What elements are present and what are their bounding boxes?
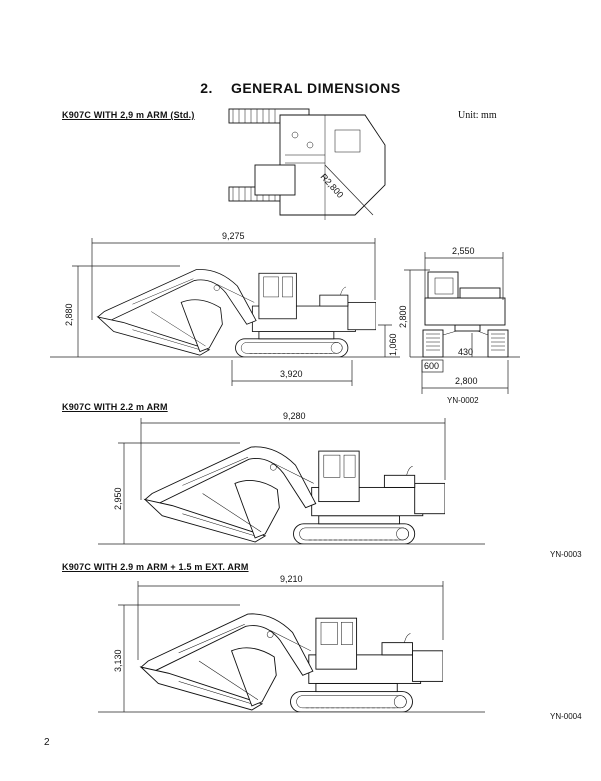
height-2: 2,950 xyxy=(113,487,123,510)
front-width: 2,550 xyxy=(452,246,475,256)
section-number: 2. xyxy=(200,80,213,96)
top-view-drawing: R2,800 xyxy=(228,108,386,220)
track-length-1: 3,920 xyxy=(280,369,303,379)
overall-length-3: 9,210 xyxy=(280,574,303,584)
overall-length-2: 9,280 xyxy=(283,411,306,421)
excavator-side-view-3 xyxy=(140,613,443,712)
height-1: 2,880 xyxy=(64,303,74,326)
section-title-text: GENERAL DIMENSIONS xyxy=(230,80,401,96)
figure-caption-3: K907C WITH 2.9 m ARM + 1.5 m EXT. ARM xyxy=(62,562,249,572)
figure-ref-1: YN-0002 xyxy=(447,396,479,405)
height-3: 3,130 xyxy=(113,649,123,672)
unit-label: Unit: mm xyxy=(458,110,497,121)
figure-caption-2: K907C WITH 2.2 m ARM xyxy=(62,402,168,412)
page-number: 2 xyxy=(44,737,50,748)
front-view-drawing xyxy=(422,271,509,358)
figure-ref-3: YN-0004 xyxy=(550,712,582,721)
overall-track-width: 2,800 xyxy=(455,376,478,386)
clearance-1: 1,060 xyxy=(388,333,398,356)
section-title: 2. GENERAL DIMENSIONS xyxy=(0,80,601,96)
shoe-width: 600 xyxy=(424,361,439,371)
figure-ref-2: YN-0003 xyxy=(550,550,582,559)
front-height: 2,800 xyxy=(398,305,408,328)
ground-clearance: 430 xyxy=(458,347,473,357)
figure-caption-1: K907C WITH 2,9 m ARM (Std.) xyxy=(62,110,195,120)
overall-length-1: 9,275 xyxy=(222,231,245,241)
